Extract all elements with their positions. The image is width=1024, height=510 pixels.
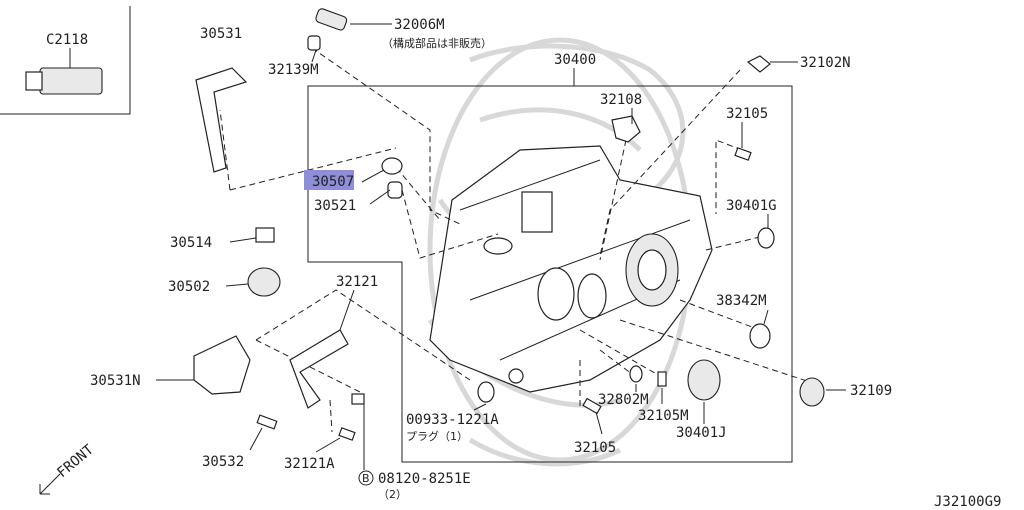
bolt-32121A — [338, 427, 356, 441]
grease-tube-cap — [25, 71, 43, 91]
label-38342M: 38342M — [716, 293, 767, 309]
pin-30532 — [256, 414, 278, 430]
label-30502: 30502 — [168, 279, 210, 295]
bolt-marker-circle — [358, 470, 374, 486]
label-32802M: 32802M — [598, 392, 649, 408]
label-30514: 30514 — [170, 235, 212, 251]
label-plug-note: プラグ（1） — [406, 429, 468, 443]
label-c2118: C2118 — [46, 32, 88, 48]
sensor-32006M — [315, 8, 348, 31]
fork-30531N — [193, 335, 251, 395]
label-32139M: 32139M — [268, 62, 319, 78]
part-32139M — [307, 35, 321, 51]
grease-tube-part — [39, 67, 103, 95]
label-bolt-qty: （2） — [378, 488, 407, 501]
seal-30401G — [757, 227, 775, 249]
seal-30401J — [687, 359, 721, 401]
housing-boundary-frame — [307, 85, 793, 463]
part-32802M — [629, 365, 643, 383]
label-bolt-marker: B — [362, 472, 370, 485]
label-32006M: 32006M — [394, 17, 445, 33]
part-highlight-30507 — [304, 170, 354, 190]
clip-30514 — [255, 227, 275, 243]
linkage-32121 — [289, 329, 349, 409]
label-not-sold-note: （構成部品は非販売） — [382, 36, 492, 50]
seal-30507 — [381, 157, 403, 175]
label-00933-1221A: 00933-1221A — [406, 412, 499, 428]
part-32102N — [746, 55, 771, 73]
label-30532: 30532 — [202, 454, 244, 470]
front-label: FRONT — [54, 441, 97, 481]
catalog-code: J32100G9 — [934, 494, 1001, 510]
label-32108: 32108 — [600, 92, 642, 108]
bearing-30502 — [247, 267, 281, 297]
label-32105-top: 32105 — [726, 106, 768, 122]
label-30531: 30531 — [200, 26, 242, 42]
bolt-08120 — [351, 393, 365, 405]
part-32108 — [611, 115, 641, 143]
oring-38342M — [749, 323, 771, 349]
front-arrow-icon — [39, 473, 61, 495]
label-08120-8251E: 08120-8251E — [378, 471, 471, 487]
label-32102N: 32102N — [800, 55, 851, 71]
label-32121A: 32121A — [284, 456, 335, 472]
pin-32105-bottom — [582, 397, 602, 415]
label-30507: 30507 — [312, 174, 354, 190]
label-32121: 32121 — [336, 274, 378, 290]
pin-32105-top — [734, 147, 752, 161]
label-30531N: 30531N — [90, 373, 141, 389]
part-32109 — [799, 377, 825, 407]
label-32105-bottom: 32105 — [574, 440, 616, 456]
label-30521: 30521 — [314, 198, 356, 214]
c2118-inset — [0, 6, 131, 115]
label-32105M: 32105M — [638, 408, 689, 424]
transmission-housing-part — [429, 145, 713, 393]
lever-30531 — [195, 67, 248, 173]
label-30401J: 30401J — [676, 425, 727, 441]
pin-32105M — [657, 371, 667, 387]
plug-00933 — [477, 381, 495, 403]
callout-leaders — [156, 23, 846, 470]
front-direction-indicator: FRONT — [39, 441, 97, 495]
parts-group — [193, 8, 825, 441]
bushing-30521 — [387, 181, 403, 199]
callout-labels: C2118 30531 32006M （構成部品は非販売） 32139M 304… — [46, 17, 1001, 510]
label-32109: 32109 — [850, 383, 892, 399]
label-30401G: 30401G — [726, 198, 777, 214]
label-30400: 30400 — [554, 52, 596, 68]
